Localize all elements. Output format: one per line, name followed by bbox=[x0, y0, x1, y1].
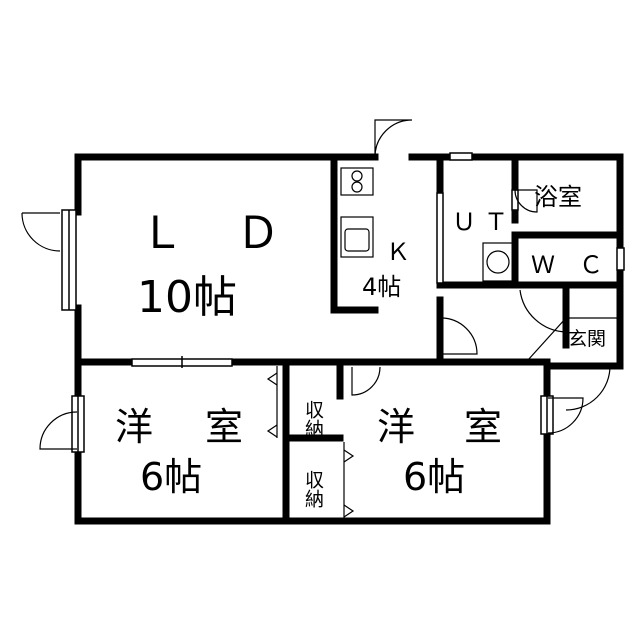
door-outside-right bbox=[547, 397, 584, 434]
storage-lower-label: 収納 bbox=[302, 470, 324, 508]
entrance-label: 玄関 bbox=[568, 328, 606, 350]
window-top-small bbox=[449, 152, 473, 161]
doors bbox=[21, 119, 620, 450]
ld-title: ＬＤ bbox=[140, 208, 280, 259]
door-bedroom-right-top bbox=[351, 366, 381, 396]
stove-icon bbox=[340, 167, 374, 196]
storage-upper-label: 収納 bbox=[302, 400, 324, 438]
door-bedroom-left bbox=[39, 411, 78, 450]
wall-bedroom-divider bbox=[282, 362, 344, 523]
western-left-title: 洋 室 bbox=[115, 405, 243, 449]
entrance-step bbox=[527, 317, 620, 361]
closet-doors-lower bbox=[343, 449, 355, 518]
outer-wall-entrance-right bbox=[543, 279, 624, 370]
wc-label: ＷＣ bbox=[531, 251, 603, 279]
closet-doors-upper bbox=[266, 372, 278, 438]
washing-machine-icon bbox=[482, 242, 514, 282]
sink-icon bbox=[340, 216, 374, 258]
door-top bbox=[374, 119, 413, 158]
door-ld-left bbox=[21, 212, 61, 252]
western-right-title: 洋 室 bbox=[377, 405, 502, 449]
ut-label: ＵＴ bbox=[452, 208, 508, 236]
fixtures bbox=[266, 167, 514, 519]
kitchen-size: 4帖 bbox=[362, 273, 401, 301]
door-kitchen-hall bbox=[440, 317, 478, 355]
wall-kitchen-ld bbox=[330, 156, 379, 314]
bath-label: 浴室 bbox=[534, 183, 582, 211]
window-wc bbox=[616, 247, 625, 271]
western-left-size: 6帖 bbox=[140, 455, 202, 499]
door-entrance bbox=[565, 365, 611, 411]
kitchen-title: Ｋ bbox=[386, 238, 410, 266]
windows bbox=[61, 152, 625, 453]
western-right-size: 6帖 bbox=[403, 455, 465, 499]
window-ut bbox=[436, 192, 444, 284]
door-wc bbox=[519, 289, 567, 333]
ld-size: 10帖 bbox=[137, 272, 237, 323]
door-ut bbox=[514, 189, 538, 213]
outer-wall-top-right bbox=[408, 153, 624, 287]
